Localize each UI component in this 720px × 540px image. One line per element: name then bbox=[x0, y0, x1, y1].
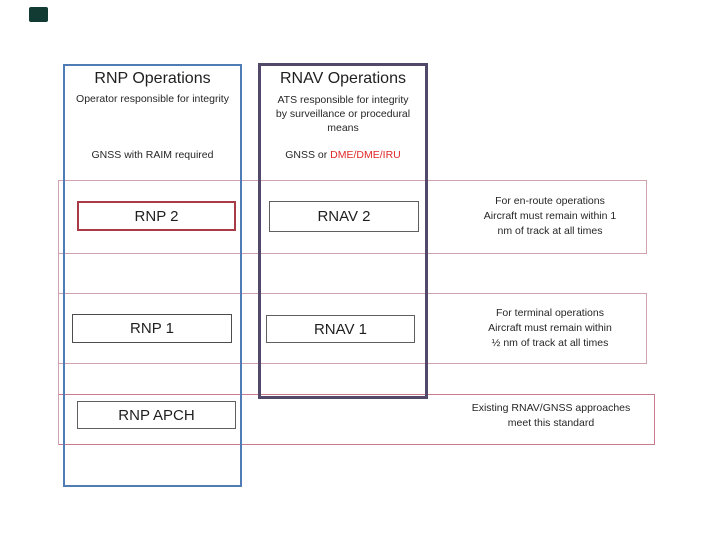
terminal-note-line-2: Aircraft must remain within bbox=[488, 322, 612, 334]
rnp-apch-box: RNP APCH bbox=[77, 401, 236, 429]
rnav-requirement-prefix: GNSS or bbox=[285, 149, 331, 161]
rnp-column-requirement: GNSS with RAIM required bbox=[91, 149, 214, 161]
corner-decoration-square bbox=[29, 7, 48, 22]
enroute-note-line-3: nm of track at all times bbox=[497, 225, 603, 237]
dme-dme-iru-highlight: DME/DME/IRU bbox=[330, 149, 401, 161]
rnav-operations-column bbox=[258, 63, 428, 399]
enroute-note: For en-route operations Aircraft must re… bbox=[447, 194, 653, 239]
rnav-column-title: RNAV Operations bbox=[280, 70, 406, 87]
rnp2-box: RNP 2 bbox=[77, 201, 236, 231]
rnav2-label: RNAV 2 bbox=[317, 208, 371, 225]
approach-note: Existing RNAV/GNSS approaches meet this … bbox=[445, 401, 657, 431]
rnav2-box: RNAV 2 bbox=[269, 201, 419, 232]
rnp-column-title: RNP Operations bbox=[94, 70, 211, 87]
rnav-column-requirement: GNSS or DME/DME/IRU bbox=[258, 149, 428, 161]
rnp1-label: RNP 1 bbox=[130, 320, 174, 337]
enroute-note-line-2: Aircraft must remain within 1 bbox=[483, 210, 617, 222]
enroute-note-line-1: For en-route operations bbox=[495, 195, 605, 207]
rnav-subtitle-line-2: by surveillance or procedural bbox=[275, 108, 411, 120]
rnav1-box: RNAV 1 bbox=[266, 315, 415, 343]
rnp1-box: RNP 1 bbox=[72, 314, 232, 343]
rnav-subtitle-line-1: ATS responsible for integrity bbox=[277, 94, 409, 106]
rnp-column-subtitle: Operator responsible for integrity bbox=[76, 93, 229, 105]
rnav1-label: RNAV 1 bbox=[313, 320, 368, 338]
rnav-subtitle-line-3: means bbox=[327, 122, 359, 134]
rnav-column-subtitle: ATS responsible for integrity by surveil… bbox=[258, 93, 428, 135]
rnp-apch-label: RNP APCH bbox=[118, 406, 195, 424]
terminal-note-line-3: ½ nm of track at all times bbox=[491, 337, 609, 349]
approach-note-line-1: Existing RNAV/GNSS approaches bbox=[471, 402, 631, 414]
approach-note-line-2: meet this standard bbox=[507, 417, 595, 429]
rnp2-label: RNP 2 bbox=[134, 207, 179, 225]
terminal-note-line-1: For terminal operations bbox=[496, 307, 604, 319]
row-bands-left-connector-line bbox=[58, 180, 59, 445]
terminal-note: For terminal operations Aircraft must re… bbox=[447, 306, 653, 351]
rnp-operations-column bbox=[63, 64, 242, 487]
